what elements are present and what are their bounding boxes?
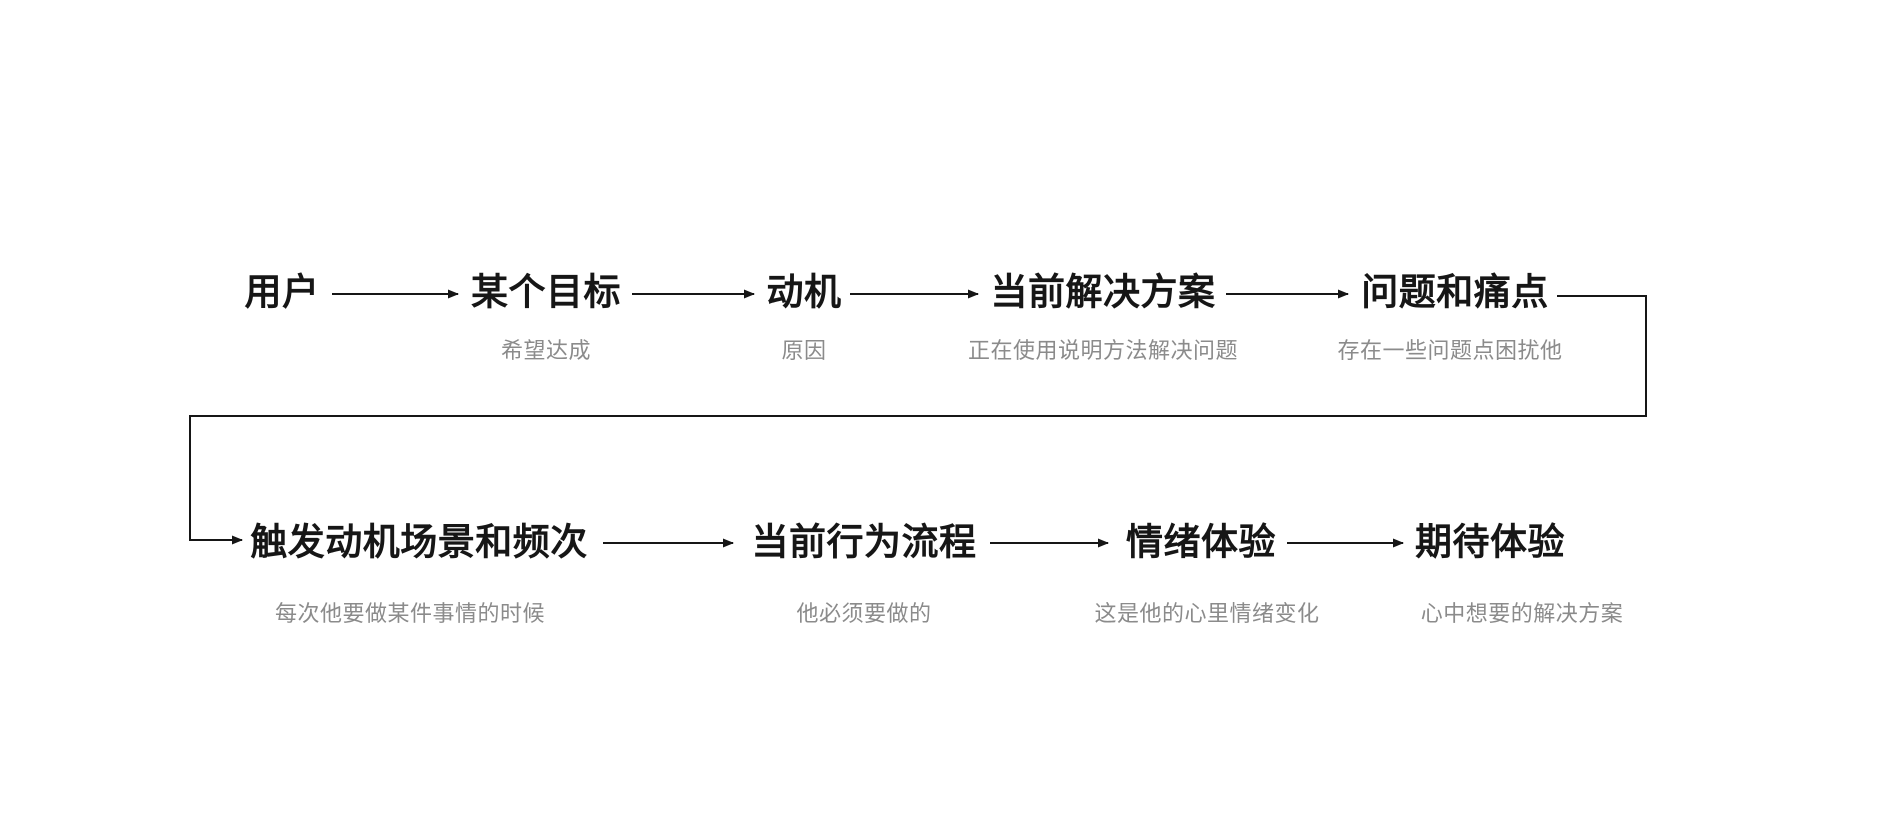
flow-node-current-solution[interactable]: 当前解决方案 [990,271,1216,313]
flow-node-expectation[interactable]: 期待体验 [1415,521,1565,563]
subtitle-goal[interactable]: 希望达成 [500,337,592,363]
subtitle-motivation[interactable]: 原因 [781,337,827,363]
subtitle-expectation[interactable]: 心中想要的解决方案 [1420,600,1624,626]
subtitle-trigger-scene[interactable]: 每次他要做某件事情的时候 [274,600,546,626]
flow-node-emotion[interactable]: 情绪体验 [1126,521,1276,563]
subtitle-emotion[interactable]: 这是他的心里情绪变化 [1094,600,1320,626]
flow-node-behavior-flow[interactable]: 当前行为流程 [751,521,977,563]
subtitle-pain-points[interactable]: 存在一些问题点困扰他 [1337,337,1563,363]
subtitle-behavior-flow[interactable]: 他必须要做的 [796,600,932,626]
flow-node-trigger-scene[interactable]: 触发动机场景和频次 [250,521,588,563]
flow-node-user[interactable]: 用户 [244,271,320,313]
connector-painpoints-to-trigger[interactable] [189,295,1647,545]
flow-node-motivation[interactable]: 动机 [766,271,842,313]
subtitle-current-solution[interactable]: 正在使用说明方法解决问题 [967,337,1239,363]
flow-node-pain-points[interactable]: 问题和痛点 [1361,271,1549,313]
flow-node-goal[interactable]: 某个目标 [471,271,621,313]
